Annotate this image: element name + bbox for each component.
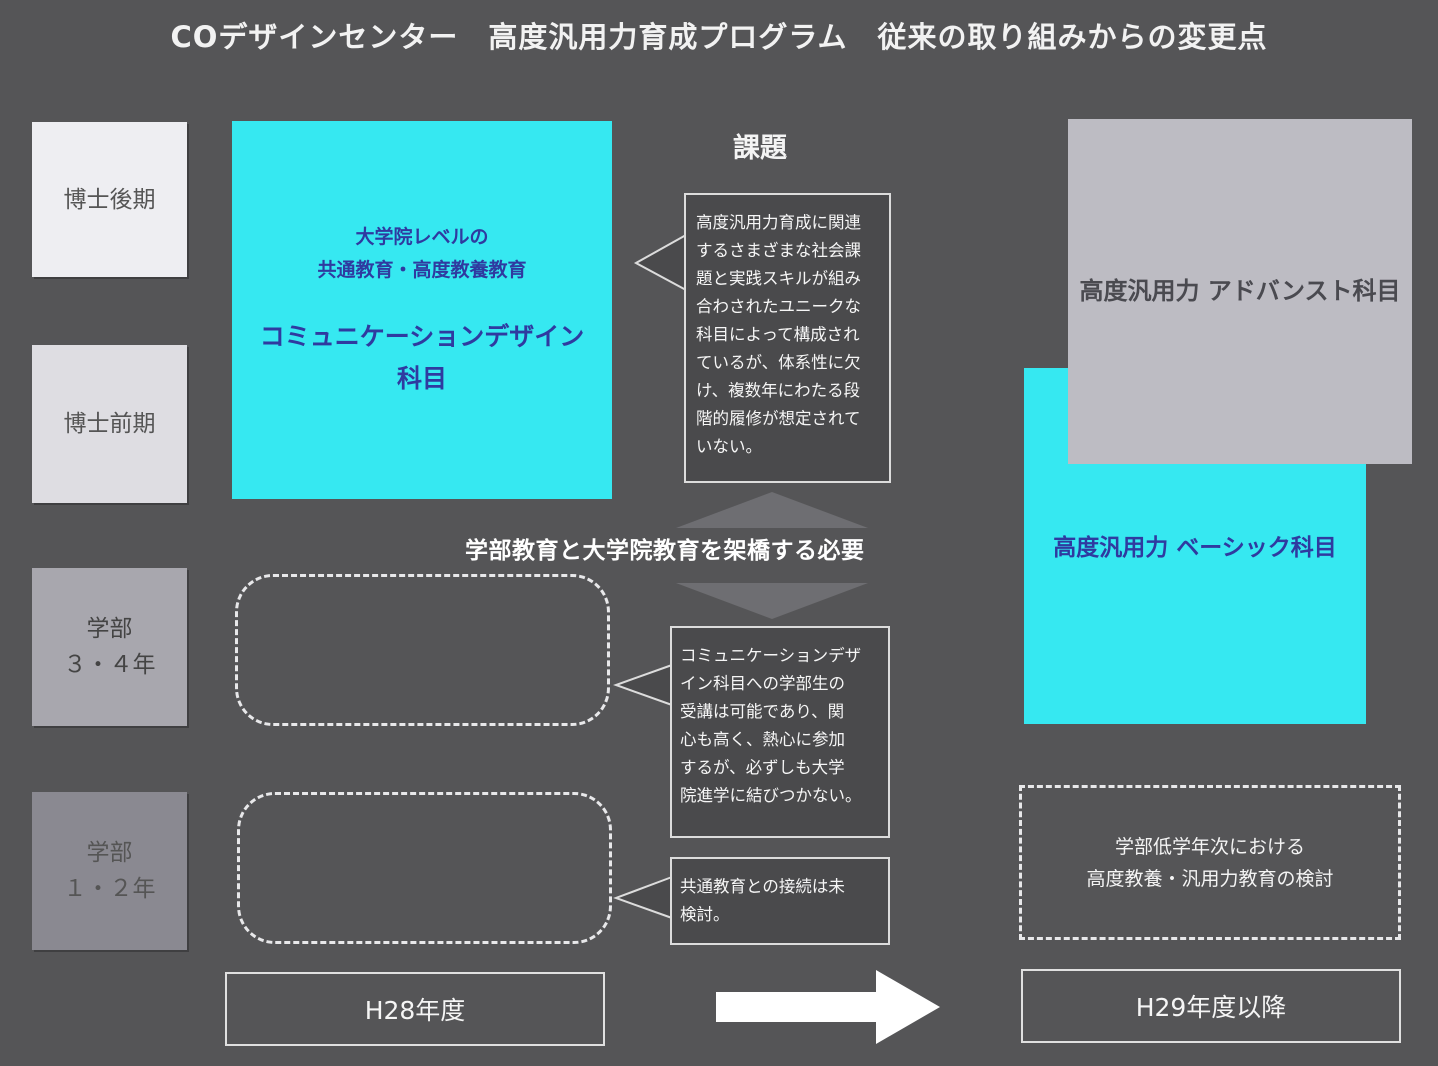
level-undergrad-1-2: 学部 １・２年 [32, 792, 187, 950]
advanced-courses-box: 高度汎用力 アドバンスト科目 [1068, 119, 1412, 464]
level-label: 学部 [86, 616, 133, 642]
level-doctoral-late: 博士後期 [32, 122, 187, 277]
bridge-label: 学部教育と大学院教育を架橋する必要 [465, 538, 865, 564]
transition-arrow [716, 970, 940, 1044]
basic-courses-label: 高度汎用力 ベーシック科目 [1053, 535, 1337, 561]
level-label: 学部 [86, 840, 133, 866]
callout-pointer-graduate [633, 234, 687, 291]
level-undergrad-3-4: 学部 ３・４年 [32, 568, 187, 726]
callout-pointer-upper-undergrad [613, 664, 673, 706]
communication-design-box: 大学院レベルの 共通教育・高度教養教育 コミュニケーションデザイン 科目 [232, 121, 612, 499]
communication-design-title: コミュニケーションデザイン 科目 [259, 322, 585, 393]
level-doctoral-early: 博士前期 [32, 345, 187, 503]
year-label-before: H28年度 [225, 972, 605, 1046]
communication-design-subtitle: 大学院レベルの 共通教育・高度教養教育 [317, 226, 527, 281]
empty-slot-lower-undergrad [237, 792, 612, 944]
future-lower-undergrad-box: 学部低学年次における 高度教養・汎用力教育の検討 [1019, 785, 1401, 940]
level-sublabel: １・２年 [63, 876, 156, 902]
issue-upper-undergrad: コミュニケーションデザ イン科目への学部生の 受講は可能であり、関 心も高く、熱… [670, 626, 890, 838]
issue-lower-undergrad: 共通教育との接続は未 検討。 [670, 857, 890, 945]
advanced-courses-label: 高度汎用力 アドバンスト科目 [1079, 277, 1401, 305]
empty-slot-upper-undergrad [235, 574, 610, 726]
page-title: COデザインセンター 高度汎用力育成プログラム 従来の取り組みからの変更点 [170, 20, 1268, 54]
issue-graduate: 高度汎用力育成に関連 するさまざまな社会課 題と実践スキルが組み 合わされたユニ… [684, 193, 891, 483]
issues-heading: 課題 [733, 133, 787, 164]
callout-pointer-lower-undergrad [613, 876, 673, 919]
level-sublabel: ３・４年 [63, 652, 156, 678]
level-label: 博士後期 [63, 186, 156, 213]
bridge-arrow-up [676, 492, 868, 528]
bridge-arrow-down [676, 583, 868, 619]
level-label: 博士前期 [63, 411, 156, 437]
year-label-after: H29年度以降 [1021, 969, 1401, 1043]
